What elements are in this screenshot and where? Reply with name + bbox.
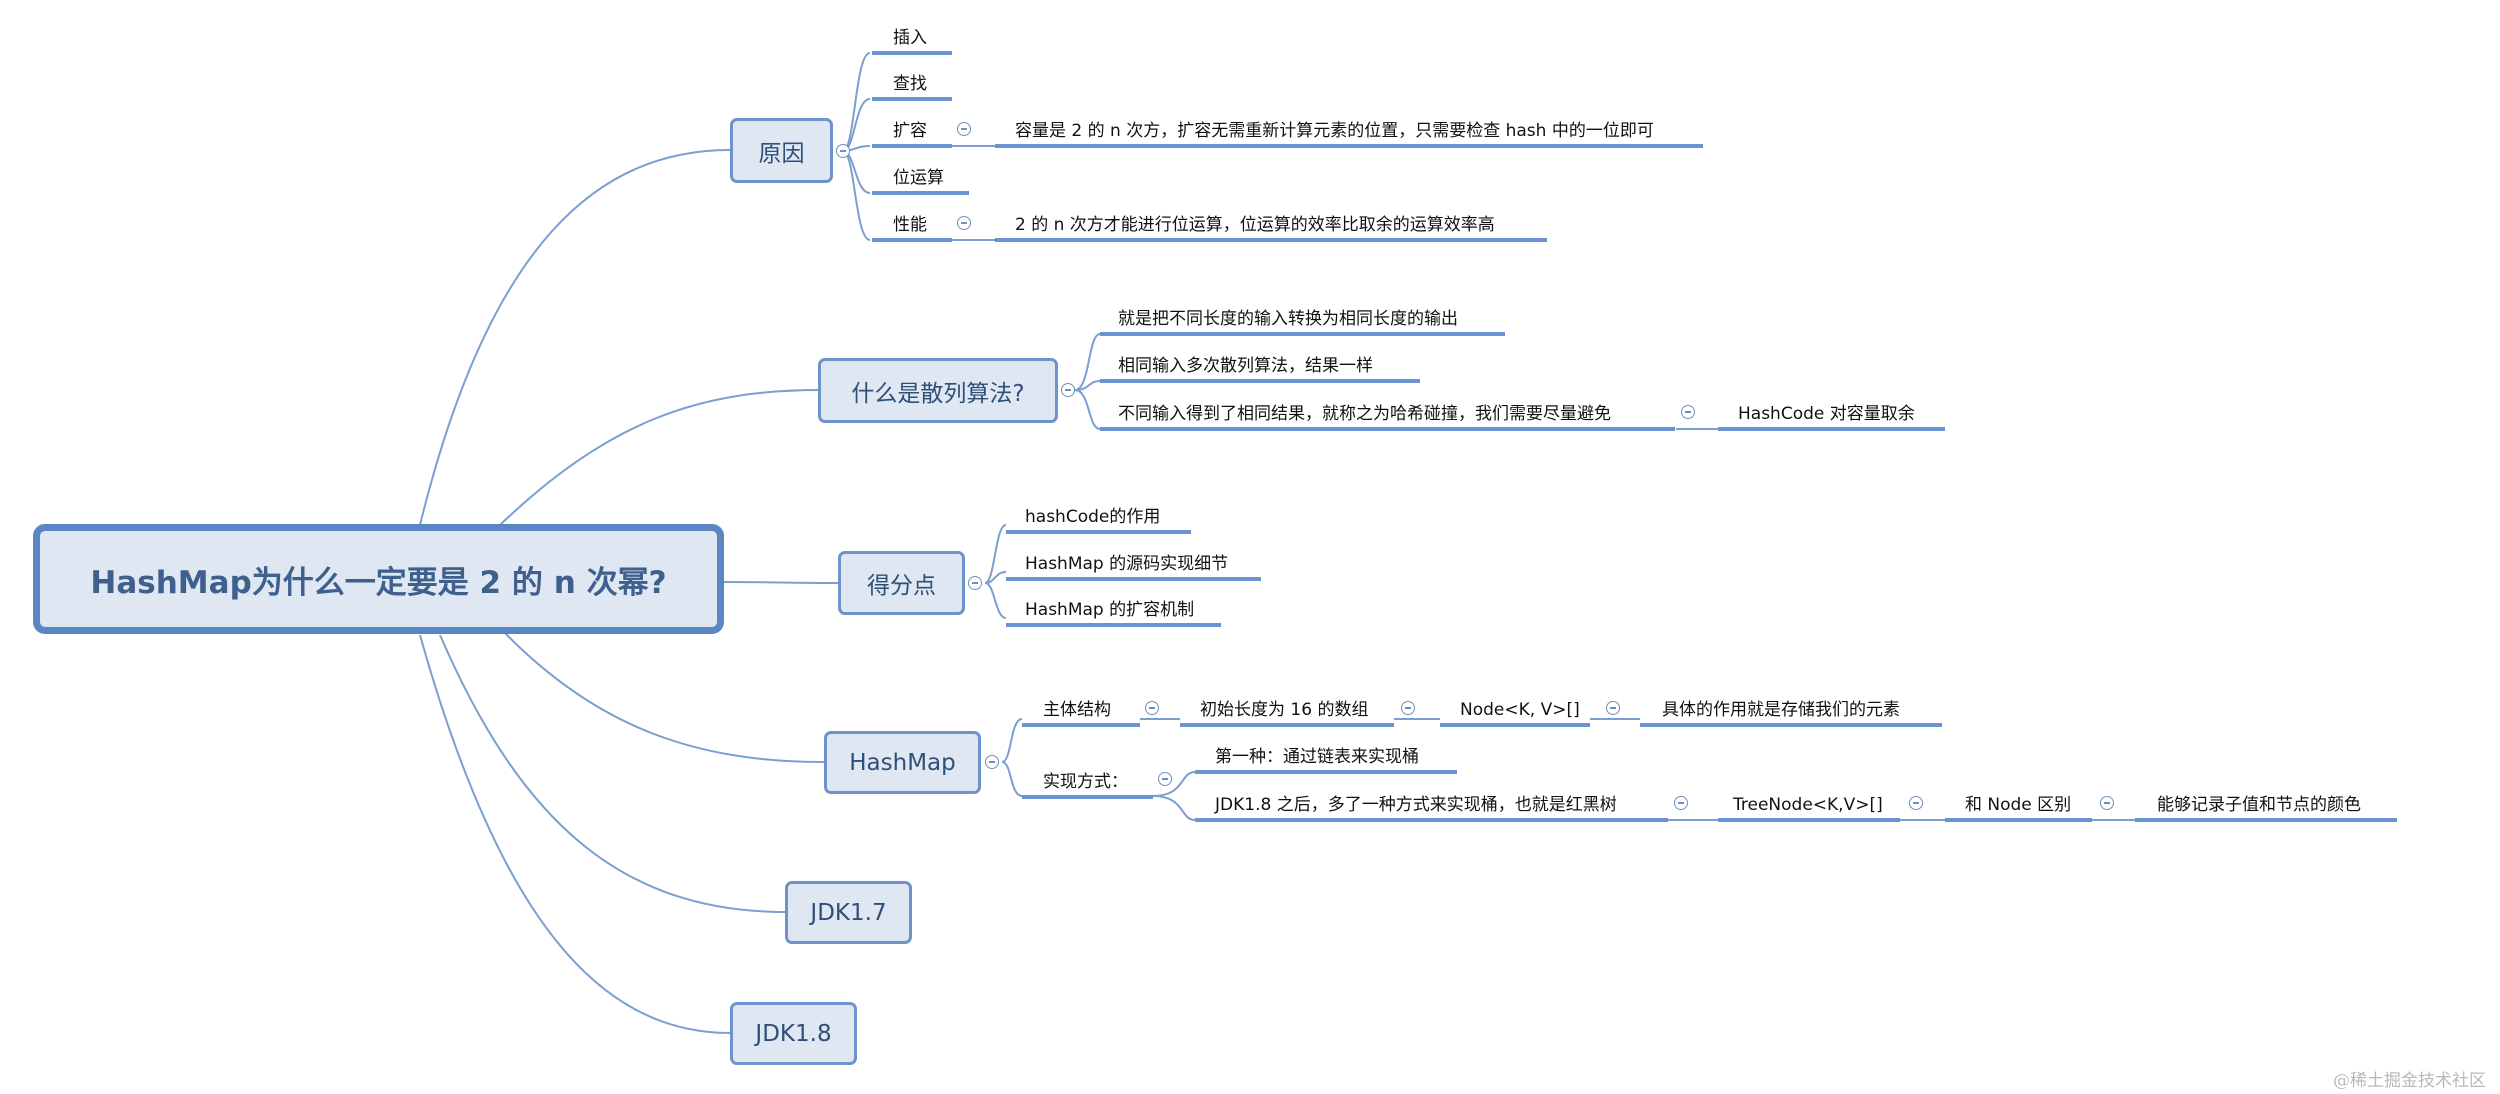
collapse-yuanyin-icon[interactable] (836, 144, 850, 158)
link-root-hashmap (504, 632, 825, 763)
leaf-collision-detail[interactable]: HashCode 对容量取余 (1738, 404, 1915, 424)
leaf-find[interactable]: 查找 (893, 74, 927, 94)
collapse-impl-icon[interactable] (1158, 772, 1172, 786)
underline (1945, 818, 2092, 822)
underline (1195, 770, 1457, 774)
underline (1100, 332, 1505, 336)
collapse-init-length-icon[interactable] (1401, 701, 1415, 715)
underline (1440, 723, 1590, 727)
underline (995, 238, 1547, 242)
underline (1100, 427, 1675, 431)
collapse-diff-icon[interactable] (2100, 796, 2114, 810)
topic-yuanyin[interactable]: 原因 (730, 118, 833, 183)
underline (2135, 818, 2397, 822)
underline (1022, 723, 1140, 727)
link-root-yuanyin (419, 149, 731, 526)
topic-sanlie[interactable]: 什么是散列算法? (818, 358, 1058, 423)
underline (1006, 623, 1221, 627)
underline (995, 144, 1703, 148)
topic-sanlie-label: 什么是散列算法? (851, 380, 1025, 407)
topic-jdk17[interactable]: JDK1.7 (785, 881, 912, 944)
collapse-perf-icon[interactable] (957, 216, 971, 230)
topic-defen-label: 得分点 (867, 573, 936, 599)
underline (1100, 379, 1420, 383)
collapse-sanlie-icon[interactable] (1061, 383, 1075, 397)
collapse-hashmap-icon[interactable] (985, 755, 999, 769)
topic-jdk18-label: JDK1.8 (755, 1020, 832, 1047)
leaf-hash-collision[interactable]: 不同输入得到了相同结果，就称之为哈希碰撞，我们需要尽量避免 (1118, 404, 1611, 424)
watermark: @稀土掘金技术社区 (2333, 1071, 2486, 1091)
collapse-defen-icon[interactable] (968, 576, 982, 590)
link-root-jdk18 (419, 634, 731, 1034)
leaf-impl[interactable]: 实现方式： (1043, 772, 1128, 792)
topic-hashmap-label: HashMap (849, 749, 956, 776)
leaf-hashcode-role[interactable]: hashCode的作用 (1025, 507, 1161, 527)
root-topic[interactable]: HashMap为什么一定要是 2 的 n 次幂? (33, 524, 724, 634)
underline (1718, 818, 1900, 822)
leaf-diff[interactable]: 和 Node 区别 (1965, 795, 2072, 815)
collapse-treenode-icon[interactable] (1909, 796, 1923, 810)
leaf-perf[interactable]: 性能 (893, 215, 927, 235)
leaf-bitop[interactable]: 位运算 (893, 168, 944, 188)
leaf-node-purpose[interactable]: 具体的作用就是存储我们的元素 (1662, 700, 1900, 720)
leaf-expand-detail[interactable]: 容量是 2 的 n 次方，扩容无需重新计算元素的位置，只需要检查 hash 中的… (1015, 121, 1654, 141)
leaf-perf-detail[interactable]: 2 的 n 次方才能进行位运算，位运算的效率比取余的运算效率高 (1015, 215, 1495, 235)
underline (872, 144, 952, 148)
leaf-source-detail[interactable]: HashMap 的源码实现细节 (1025, 554, 1229, 574)
leaf-diff-detail[interactable]: 能够记录子值和节点的颜色 (2157, 795, 2361, 815)
underline (1718, 427, 1945, 431)
underline (872, 238, 952, 242)
underline (1022, 795, 1153, 799)
collapse-expand-icon[interactable] (957, 122, 971, 136)
collapse-main-structure-icon[interactable] (1145, 701, 1159, 715)
topic-jdk18[interactable]: JDK1.8 (730, 1002, 857, 1065)
link-root-jdk17 (439, 634, 786, 913)
leaf-expand[interactable]: 扩容 (893, 121, 927, 141)
underline (1195, 818, 1668, 822)
underline (872, 51, 952, 55)
leaf-main-structure[interactable]: 主体结构 (1043, 700, 1111, 720)
collapse-collision-icon[interactable] (1681, 405, 1695, 419)
underline (1640, 723, 1942, 727)
collapse-impl-second-icon[interactable] (1674, 796, 1688, 810)
underline (1180, 723, 1394, 727)
link-root-defen (723, 581, 839, 584)
leaf-insert[interactable]: 插入 (893, 28, 927, 48)
leaf-impl-second[interactable]: JDK1.8 之后，多了一种方式来实现桶，也就是红黑树 (1215, 795, 1617, 815)
leaf-hash-def[interactable]: 就是把不同长度的输入转换为相同长度的输出 (1118, 309, 1458, 329)
leaf-init-length[interactable]: 初始长度为 16 的数组 (1200, 700, 1369, 720)
collapse-node-type-icon[interactable] (1606, 701, 1620, 715)
topic-hashmap[interactable]: HashMap (824, 731, 981, 794)
underline (1006, 530, 1191, 534)
topic-defen[interactable]: 得分点 (838, 551, 965, 615)
underline (872, 97, 952, 101)
leaf-hash-same[interactable]: 相同输入多次散列算法，结果一样 (1118, 356, 1373, 376)
underline (1006, 577, 1261, 581)
topic-yuanyin-label: 原因 (758, 140, 805, 167)
leaf-impl-first[interactable]: 第一种：通过链表来实现桶 (1215, 747, 1419, 767)
link-root-sanlie (499, 389, 821, 526)
leaf-node-type[interactable]: Node<K, V>[] (1460, 700, 1580, 720)
topic-jdk17-label: JDK1.7 (810, 899, 887, 926)
leaf-resize-mech[interactable]: HashMap 的扩容机制 (1025, 600, 1195, 620)
underline (872, 191, 969, 195)
root-topic-label: HashMap为什么一定要是 2 的 n 次幂? (90, 564, 667, 601)
leaf-treenode[interactable]: TreeNode<K,V>[] (1733, 795, 1883, 815)
